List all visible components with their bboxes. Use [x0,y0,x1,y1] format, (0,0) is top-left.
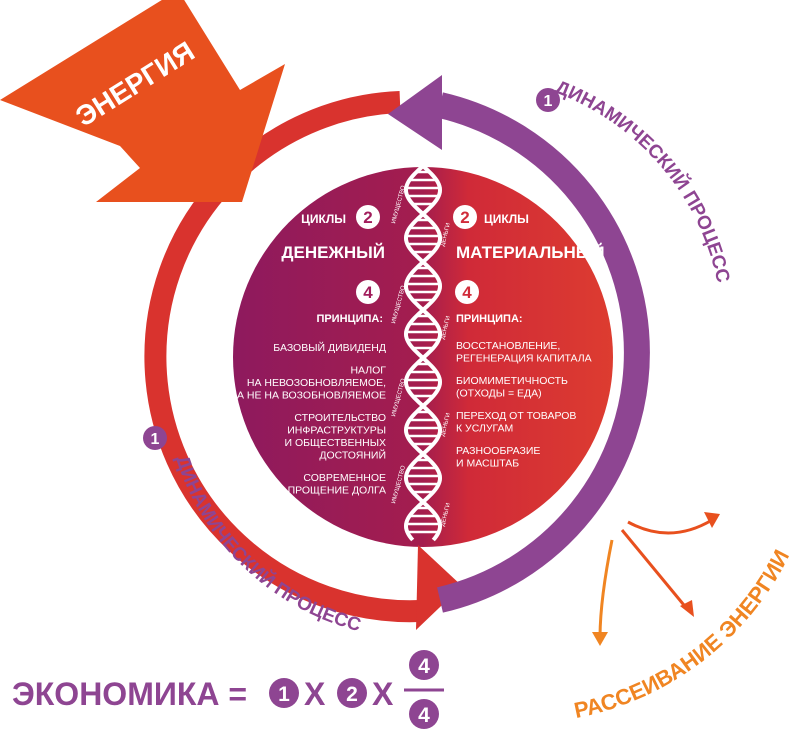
dissipation-arrowhead-3 [592,632,608,646]
dissipation-arrows [592,512,720,646]
formula-n2: 2 [346,683,358,706]
cycle-arc-right [437,92,650,613]
right-principles-label: ПРИНЦИПА: [456,313,523,325]
left-principle-3-line: ИНФРАСТРУКТУРЫ [287,425,386,437]
dna-label-money: ДЕНЬГИ [440,502,452,527]
left-principle-3-line: ДОСТОЯНИЙ [319,449,386,462]
left-cycles-label: ЦИКЛЫ [301,212,346,226]
process-bottom-number: 1 [151,431,160,448]
left-principles-label: ПРИНЦИПА: [316,313,383,325]
left-principle-4-line: ПРОЩЕНИЕ ДОЛГА [288,485,386,497]
formula-denominator-badge [409,699,439,729]
left-principle-3-line: И ОБЩЕСТВЕННЫХ [285,437,387,449]
left-principle-1: БАЗОВЫЙ ДИВИДЕНД [273,341,386,354]
formula-badge-1 [269,678,299,708]
left-title: ДЕНЕЖНЫЙ [281,243,385,262]
cycle-arc-left [144,91,421,623]
dna-label-money: ДЕНЬГИ [440,315,452,340]
dna-helix: ИМУЩЕСТВОДЕНЬГИИМУЩЕСТВОДЕНЬГИИМУЩЕСТВОД… [391,164,452,542]
dna-label-money: ДЕНЬГИ [440,222,452,247]
left-principle-1-line: БАЗОВЫЙ ДИВИДЕНД [273,341,386,354]
right-cycles-count: 2 [460,208,469,227]
formula-numerator: 4 [418,655,430,678]
dissipation-arrow-3 [598,539,614,639]
dna-strand-2 [403,164,443,542]
left-principles-badge [356,280,380,304]
right-panel-material: 2 ЦИКЛЫ МАТЕРИАЛЬНЫЙ 4 ПРИНЦИПА: ВОССТАН… [453,205,605,470]
cycle-arrowhead-top [388,75,442,150]
right-principles-badge [455,280,479,304]
formula-denominator: 4 [418,704,430,727]
right-principle-3-line: К УСЛУГАМ [456,423,513,435]
dissipation-arrowhead-1 [704,512,720,528]
energy-arrow: ЭНЕРГИЯ [0,0,285,202]
formula-times-2: Х [372,676,394,712]
right-principle-4-line: РАЗНООБРАЗИЕ [456,445,540,457]
left-principle-2-line: А НЕ НА ВОЗОБНОВЛЯЕМОЕ [237,390,386,402]
formula-n1: 1 [278,683,290,706]
formula-times-1: Х [304,676,326,712]
right-principle-3-line: ПЕРЕХОД ОТ ТОВАРОВ [456,410,576,422]
right-title: МАТЕРИАЛЬНЫЙ [456,243,605,262]
left-cycles-badge [356,205,380,229]
right-principles-count: 4 [462,283,472,302]
right-principles-list: ВОССТАНОВЛЕНИЕ,РЕГЕНЕРАЦИЯ КАПИТАЛА БИОМИ… [456,340,592,470]
left-principle-2-line: НА НЕВОЗОБНОВЛЯЕМОЕ, [247,377,386,389]
dissipation-arrow-1 [627,518,713,535]
right-principle-1: ВОССТАНОВЛЕНИЕ,РЕГЕНЕРАЦИЯ КАПИТАЛА [456,340,592,365]
left-principle-4-line: СОВРЕМЕННОЕ [303,472,386,484]
formula-numerator-badge [409,650,439,680]
right-principle-2-line: (ОТХОДЫ = ЕДА) [456,388,542,400]
right-cycles-label: ЦИКЛЫ [484,212,529,226]
left-principles-count: 4 [363,283,373,302]
process-top-number: 1 [544,93,553,110]
dna-strand-1 [403,164,443,542]
formula: ЭКОНОМИКА = 1 Х 2 Х 4 4 [12,650,444,729]
right-principle-2-line: БИОМИМЕТИЧНОСТЬ [456,375,568,387]
right-principle-1-line: ВОССТАНОВЛЕНИЕ, [456,340,560,352]
left-principle-2-line: НАЛОГ [350,365,386,377]
process-bottom-badge [143,426,167,450]
right-principle-1-line: РЕГЕНЕРАЦИЯ КАПИТАЛА [456,353,592,365]
right-cycles-badge [453,205,477,229]
left-cycles-count: 2 [363,208,372,227]
dna-label-money: ДЕНЬГИ [440,412,452,437]
formula-badge-2 [337,678,367,708]
right-principle-2: БИОМИМЕТИЧНОСТЬ(ОТХОДЫ = ЕДА) [456,375,568,400]
dissipation-arrowhead-2 [680,600,694,617]
right-principle-4-line: И МАСШТАБ [456,458,519,470]
formula-label: ЭКОНОМИКА = [12,676,247,712]
left-principle-3-line: СТРОИТЕЛЬСТВО [294,412,386,424]
dissipation-arrow-2 [620,529,690,611]
process-top-badge [536,88,560,112]
left-panel-money: ЦИКЛЫ 2 ДЕНЕЖНЫЙ 4 ПРИНЦИПА: БАЗОВЫЙ ДИВ… [237,205,386,497]
